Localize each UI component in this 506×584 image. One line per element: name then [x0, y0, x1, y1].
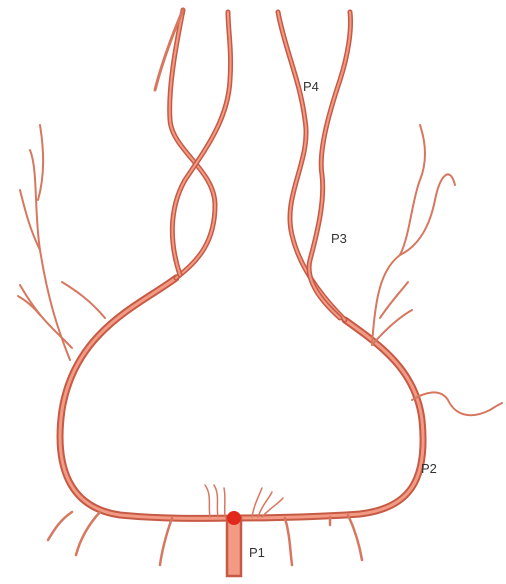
left-branch-4	[20, 285, 72, 348]
main-loop	[60, 278, 423, 518]
p1-trunk	[227, 518, 241, 576]
left-branch-6	[62, 282, 105, 318]
left-branch-1	[30, 150, 70, 360]
right-branch-3	[435, 174, 455, 200]
right-branch-6	[412, 392, 502, 415]
left-vessel-c	[155, 10, 183, 90]
label-p4: P4	[303, 80, 319, 93]
right-upper-vessels	[278, 12, 351, 320]
p1-trunk-shape	[227, 518, 241, 576]
right-branch-5	[380, 282, 408, 318]
junction-dot	[227, 511, 241, 525]
left-side-branches	[18, 125, 105, 360]
left-branch-3	[38, 125, 43, 200]
bottom-branch-left-1	[76, 512, 100, 555]
bottom-branch-left-2	[48, 512, 72, 540]
right-branch-1	[372, 200, 435, 345]
bottom-branch-right-2	[348, 515, 362, 560]
right-side-branches	[372, 125, 502, 415]
right-branch-4	[372, 310, 412, 345]
label-p2: P2	[421, 462, 437, 475]
right-vessel-b	[309, 12, 350, 318]
main-loop-outline	[60, 278, 423, 518]
perforators	[205, 485, 283, 517]
label-p1: P1	[249, 546, 265, 559]
perforator-2	[214, 485, 218, 517]
bottom-branch-right-1	[285, 518, 292, 565]
left-upper-vessels	[155, 10, 231, 278]
main-loop-inner	[60, 278, 423, 518]
bottom-branch-left-3	[160, 518, 172, 565]
perforator-1	[205, 485, 210, 517]
label-p3: P3	[331, 232, 347, 245]
perforator-3	[224, 488, 225, 517]
